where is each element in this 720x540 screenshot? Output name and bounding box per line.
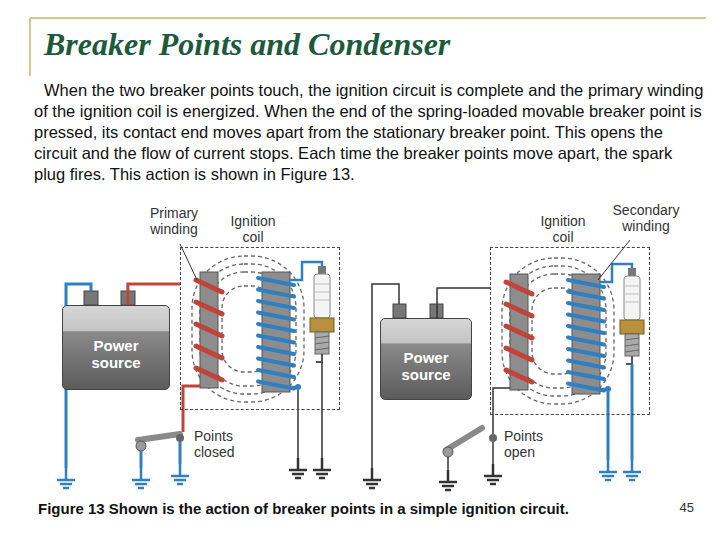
coil-label: Ignition coil bbox=[221, 213, 285, 245]
part-label: Points closed bbox=[194, 428, 246, 460]
ignition-coil-box: Ignition coil bbox=[180, 247, 340, 410]
figure-caption: Figure 13 Shown is the action of breaker… bbox=[38, 500, 658, 517]
body-text: When the two breaker points touch, the i… bbox=[34, 80, 704, 185]
source-label: Power source bbox=[84, 337, 148, 371]
power-source-box: Power source bbox=[380, 318, 472, 400]
slide-title: Breaker Points and Condenser bbox=[44, 26, 450, 63]
primary-wire bbox=[437, 288, 490, 318]
primary-wire bbox=[128, 284, 180, 305]
coil-label: Ignition coil bbox=[531, 213, 595, 245]
page-number: 45 bbox=[664, 500, 694, 515]
part-label: Secondary winding bbox=[600, 202, 692, 234]
ignition-coil-box: Ignition coil bbox=[490, 247, 650, 415]
source-label: Power source bbox=[394, 349, 458, 383]
part-label: Primary winding bbox=[143, 205, 205, 237]
power-source-box: Power source bbox=[62, 305, 170, 390]
part-label: Points open bbox=[504, 428, 552, 460]
